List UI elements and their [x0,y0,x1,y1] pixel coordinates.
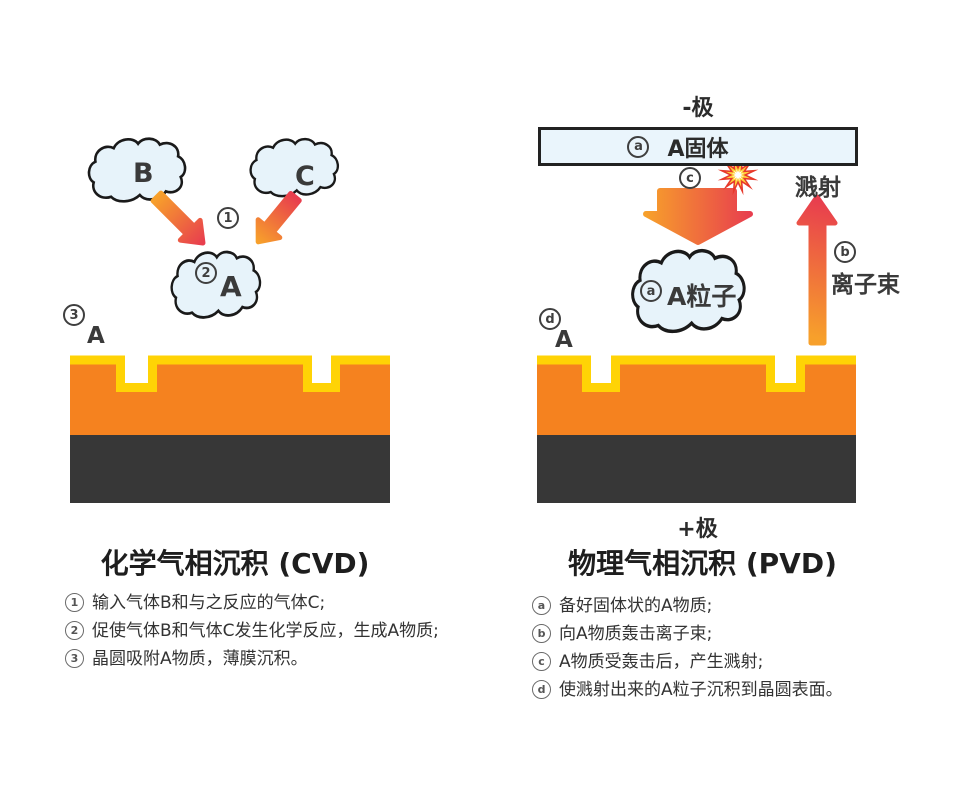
negative-electrode-label: -极 [682,96,714,121]
product-a-label: A [220,270,242,303]
pvd-step-b-text: 向A物质轰击离子束; [559,624,713,644]
cvd-step-2-text: 促使气体B和气体C发生化学反应，生成A物质; [92,621,439,641]
pvd-step-row: a 备好固体状的A物质; [532,594,932,618]
step-b-badge: b [834,241,856,263]
pvd-step-row: c A物质受轰击后，产生溅射; [532,650,932,674]
pvd-title: 物理气相沉积 (PVD) [568,547,837,580]
pvd-step-row: b 向A物质轰击离子束; [532,622,932,646]
pvd-step-row: d 使溅射出来的A粒子沉积到晶圆表面。 [532,678,932,702]
right-wafer-body [537,364,856,435]
gas-c-arrow [255,191,302,245]
sputter-down-arrow [643,188,753,245]
step-3-badge: 3 [63,304,85,326]
pvd-step-c-text: A物质受轰击后，产生溅射; [559,652,764,672]
product-a-cloud [170,250,262,319]
step-d-badge: d [539,308,561,330]
sputter-label: 溅射 [795,175,841,201]
step-1-badge: 1 [217,207,239,229]
pvd-steps: a 备好固体状的A物质; b 向A物质轰击离子束; c A物质受轰击后，产生溅射… [532,594,932,706]
pvd-step-a-text: 备好固体状的A物质; [559,596,713,616]
left-deposited-film [70,355,390,392]
adsorbed-a-label: A [87,323,105,349]
gas-b-label: B [133,158,154,189]
ion-beam-up-arrow [796,194,838,346]
gas-c-label: C [295,161,315,192]
left-wafer-base [70,435,390,503]
right-deposited-film [537,355,856,392]
pvd-step-d-text: 使溅射出来的A粒子沉积到晶圆表面。 [559,680,843,700]
target-a-badge: a [627,135,650,158]
step-2-badge: 2 [195,262,217,284]
gas-b-arrow [150,190,206,246]
a-solid-label: A固体 [667,136,729,162]
cvd-step-row: 2 促使气体B和气体C发生化学反应，生成A物质; [65,619,495,643]
particles-a-badge: a [640,280,662,302]
cvd-step-1-badge: 1 [65,593,84,612]
pvd-step-c-badge: c [532,652,551,671]
a-solid-target-box: a A固体 [538,127,858,166]
left-wafer-body [70,364,390,435]
positive-electrode-label: +极 [677,517,718,542]
cvd-title: 化学气相沉积 (CVD) [100,547,370,580]
cvd-step-2-badge: 2 [65,621,84,640]
pvd-step-d-badge: d [532,680,551,699]
cvd-step-3-badge: 3 [65,649,84,668]
cvd-step-1-text: 输入气体B和与之反应的气体C; [92,593,326,613]
right-wafer-base [537,435,856,503]
a-particles-label: A粒子 [667,282,737,311]
ion-beam-label: 离子束 [831,272,900,298]
step-c-badge: c [679,167,701,189]
pvd-step-b-badge: b [532,624,551,643]
cvd-step-row: 3 晶圆吸附A物质，薄膜沉积。 [65,647,495,671]
pvd-step-a-badge: a [532,596,551,615]
deposit-a-label: A [555,327,573,353]
cvd-step-row: 1 输入气体B和与之反应的气体C; [65,591,495,615]
cvd-step-3-text: 晶圆吸附A物质，薄膜沉积。 [92,649,308,669]
cvd-steps: 1 输入气体B和与之反应的气体C; 2 促使气体B和气体C发生化学反应，生成A物… [65,591,495,675]
